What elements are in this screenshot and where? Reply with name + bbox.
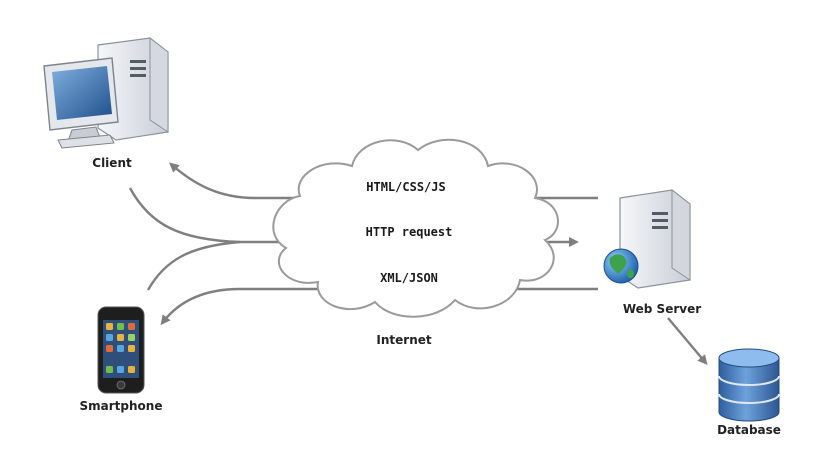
flow-label-html-css-js: HTML/CSS/JS (366, 180, 445, 194)
internet-cloud (272, 138, 559, 318)
client-computer-icon (43, 36, 169, 149)
arrow-smartphone-request (146, 240, 241, 291)
client-label: Client (92, 156, 132, 170)
smartphone-icon (97, 306, 145, 394)
smartphone-label: Smartphone (80, 399, 163, 413)
arrow-server-to-database (667, 317, 708, 366)
flow-label-http-request: HTTP request (366, 225, 453, 239)
database-label: Database (717, 423, 781, 437)
globe-icon (603, 248, 639, 284)
internet-label: Internet (376, 333, 431, 347)
flow-arrows (128, 162, 708, 366)
arrow-response-to-client (168, 162, 598, 200)
database-icon (718, 348, 780, 422)
arrow-response-to-smartphone (160, 287, 598, 326)
web-server-label: Web Server (623, 302, 701, 316)
flow-label-xml-json: XML/JSON (380, 271, 438, 285)
